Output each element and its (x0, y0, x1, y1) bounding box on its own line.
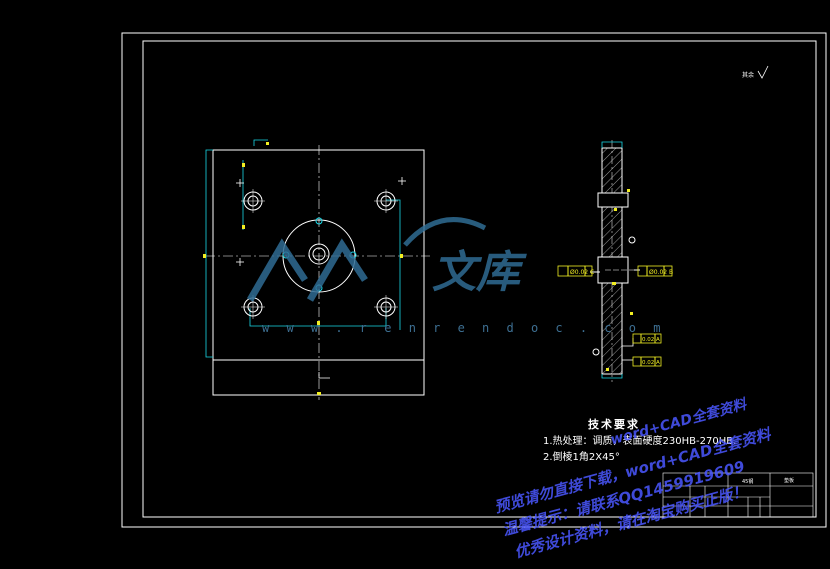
svg-text:0.02 A: 0.02 A (642, 360, 660, 366)
gdt-frame-parallel: 0.02 A (632, 333, 662, 344)
dimension-line-right (386, 199, 401, 330)
yellow-markers (203, 142, 403, 395)
section-dim-top (601, 141, 623, 148)
surface-finish-note: 其余 (742, 72, 755, 79)
watermark-logo (246, 217, 487, 302)
front-view (203, 139, 430, 400)
title-block-material: 45钢 (742, 479, 754, 485)
datum-b (628, 236, 636, 244)
watermark-url: w w w . r e n r e n d o c . c o m (262, 321, 666, 335)
gdt-frame-flatness: 0.02 A (632, 356, 662, 367)
bolt-hole-top-left (241, 189, 265, 213)
svg-text:Ø0.02 B: Ø0.02 B (649, 269, 673, 276)
plate-side-outline (212, 359, 425, 396)
svg-text:0.02 A: 0.02 A (642, 337, 660, 343)
section-line-a (253, 139, 268, 146)
outer-frame (121, 32, 827, 528)
plus-marks (236, 177, 406, 266)
roughness-symbol (757, 65, 769, 79)
pin-hole-top (315, 217, 323, 225)
bolt-hole-bottom-right (374, 295, 398, 319)
bolt-hole-top-right (374, 189, 398, 213)
center-bore-outer (308, 243, 330, 265)
section-dim-bottom (601, 374, 623, 379)
center-bore-inner (312, 247, 326, 261)
section-bolt-hole (597, 192, 629, 208)
tech-requirement-2: 2.倒棱1角2X45° (543, 452, 620, 463)
title-block-part-name: 垫板 (784, 478, 795, 484)
gdt-frame-right: Ø0.02 B (637, 265, 673, 277)
section-line-a-bottom (318, 372, 330, 379)
dimension-line-left (205, 149, 213, 358)
tech-requirement-1: 1.热处理：调质，表面硬度230HB-270HB. (543, 436, 737, 447)
inner-frame (142, 40, 817, 518)
leader-3 (622, 338, 634, 347)
title-block (662, 472, 814, 518)
watermark-brand: 文库 (432, 247, 520, 298)
tech-requirements-title: 技术要求 (588, 418, 640, 431)
svg-text:Ø0.02 C: Ø0.02 C (570, 269, 594, 276)
gdt-frame-left: Ø0.02 C (557, 265, 594, 277)
section-view: Ø0.02 C Ø0.02 B 0.02 A 0.02 A (557, 140, 673, 382)
datum-a (592, 348, 600, 356)
section-yellow-markers (606, 189, 633, 371)
